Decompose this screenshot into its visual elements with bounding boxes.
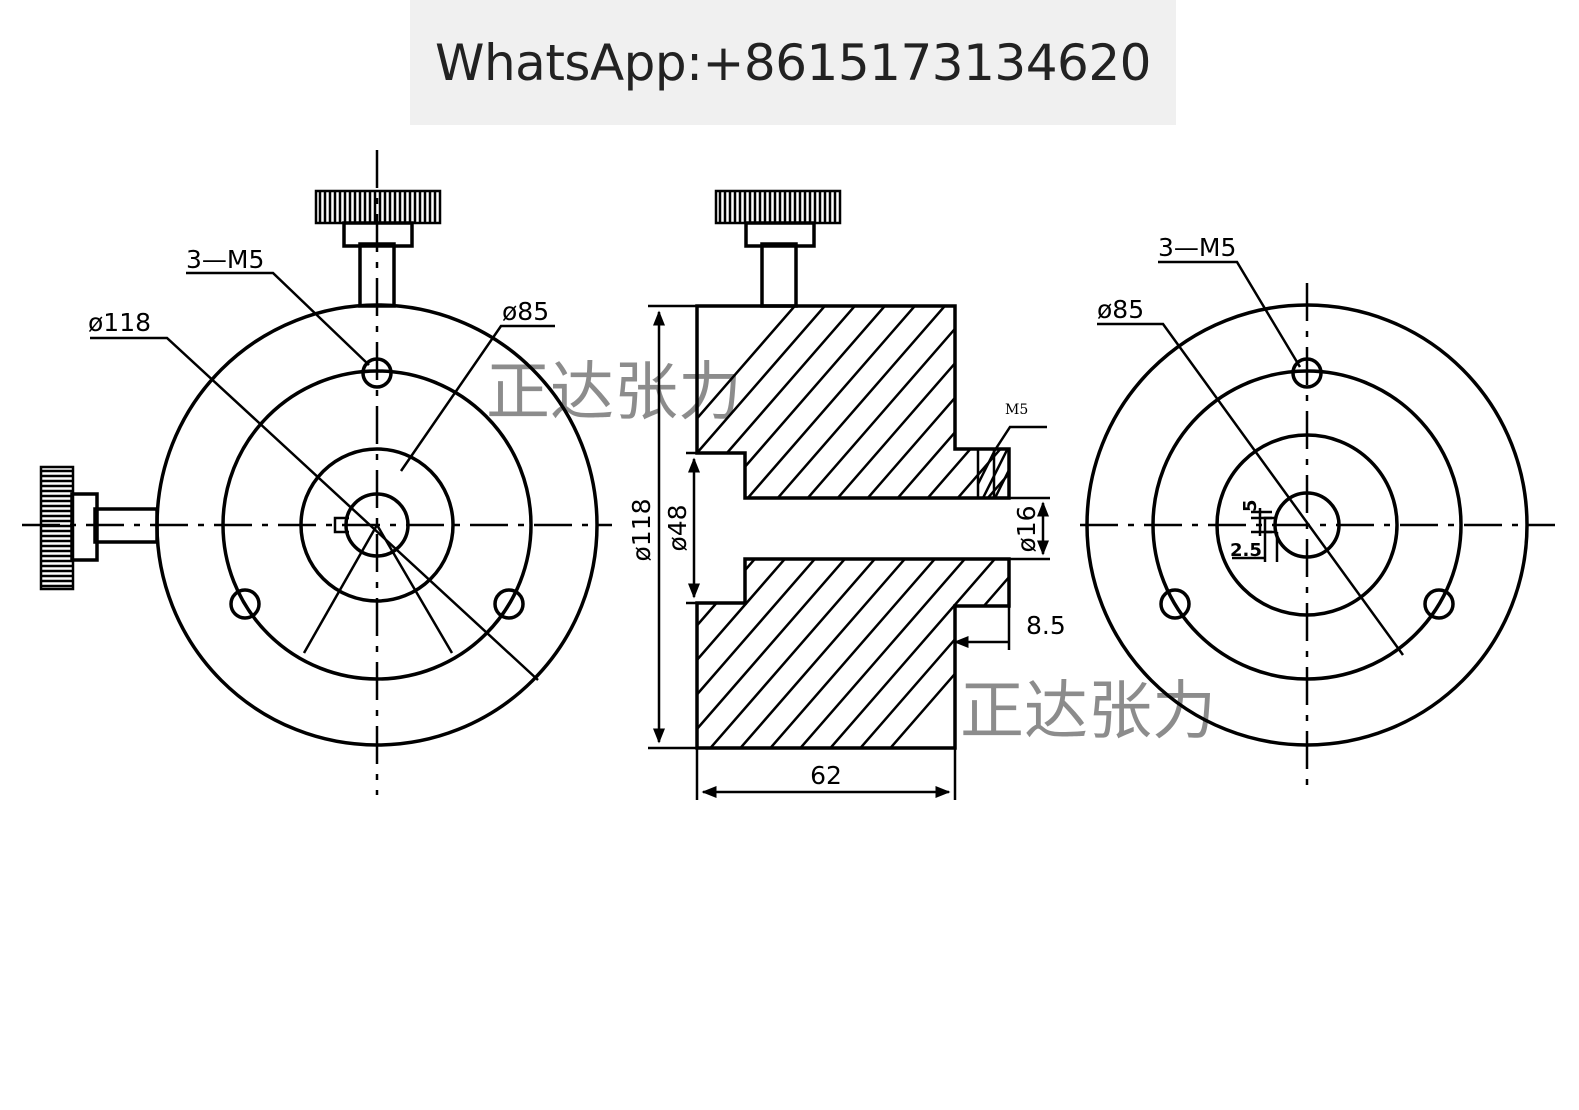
front-outer-dia-label: ø118 xyxy=(88,308,151,337)
rear-holes-label: 3—M5 xyxy=(1158,233,1236,262)
watermark-2: 正达张力 xyxy=(960,675,1216,749)
rear-mount-hole-top xyxy=(1291,357,1323,389)
rear-pcd-label: ø85 xyxy=(1097,295,1144,324)
front-keyway xyxy=(333,516,349,534)
watermark-1: 正达张力 xyxy=(486,356,742,430)
rear-view: 3—M5 ø85 5 2.5 xyxy=(1080,233,1555,792)
section-bore-label: ø48 xyxy=(663,504,692,551)
front-leader-holes xyxy=(186,271,370,366)
section-knob xyxy=(714,189,842,308)
rear-hub-circle xyxy=(1215,433,1399,617)
section-length-label: 62 xyxy=(810,761,842,790)
section-view: ø118 ø48 ø16 M5 8.5 62 xyxy=(627,189,1066,800)
front-leader-outer-dia xyxy=(90,336,539,681)
section-outer-dia-label: ø118 xyxy=(627,498,656,561)
front-pcd-radius-left xyxy=(302,524,379,654)
front-hub-circle xyxy=(299,447,455,603)
front-holes-label: 3—M5 xyxy=(186,245,264,274)
rear-key-depth-label: 2.5 xyxy=(1230,540,1262,561)
contact-banner: WhatsApp:+8615173134620 xyxy=(410,0,1176,125)
front-mount-hole-top xyxy=(361,357,393,389)
front-pcd-label: ø85 xyxy=(502,297,549,326)
front-left-knob xyxy=(39,465,159,591)
front-view: 3—M5 ø118 ø85 xyxy=(22,150,612,795)
rear-leader-holes xyxy=(1158,260,1302,368)
rear-outer-circle xyxy=(1085,303,1529,747)
front-mount-hole-left xyxy=(229,588,261,620)
section-leader-thread xyxy=(993,425,1047,451)
section-boss-label: 8.5 xyxy=(1026,611,1066,640)
front-mid-circle xyxy=(221,369,533,681)
section-shaft-label: ø16 xyxy=(1012,505,1041,552)
section-thread-label: M5 xyxy=(1005,402,1028,418)
rear-bore-circle xyxy=(1273,491,1341,559)
section-body-top xyxy=(695,304,1011,500)
rear-key-width-label: 5 xyxy=(1240,499,1261,512)
front-top-knob xyxy=(314,189,442,308)
front-bore-circle xyxy=(344,492,410,558)
front-mount-hole-right xyxy=(493,588,525,620)
rear-mount-hole-right xyxy=(1423,588,1455,620)
front-pcd-radius-right xyxy=(375,524,454,654)
front-leader-pcd xyxy=(399,324,555,472)
rear-mid-circle xyxy=(1151,369,1463,681)
rear-leader-pcd xyxy=(1097,322,1405,656)
contact-text: WhatsApp:+8615173134620 xyxy=(435,33,1151,92)
rear-mount-hole-left xyxy=(1159,588,1191,620)
